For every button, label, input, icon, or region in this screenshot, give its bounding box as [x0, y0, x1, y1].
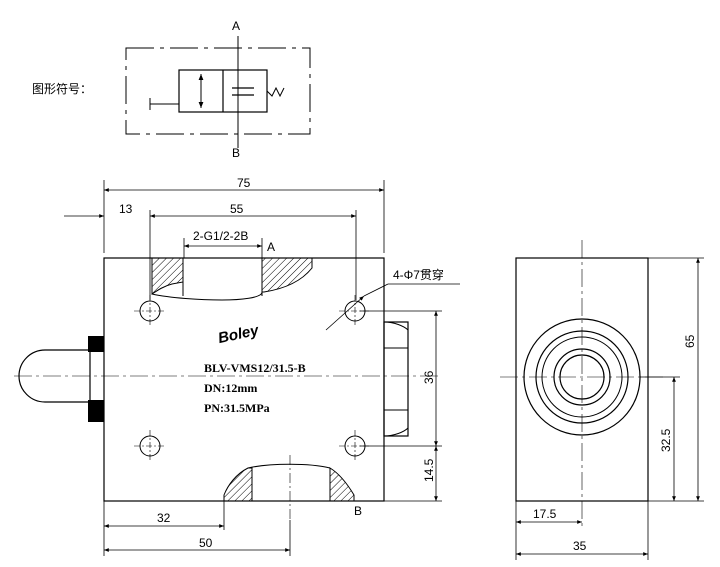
nominal-diameter: DN:12mm — [204, 381, 257, 395]
symbol-port-b: B — [232, 146, 240, 160]
thread-callout: 2-G1/2-2B — [193, 229, 248, 243]
symbol-boundary — [125, 47, 311, 135]
dim-height: 65 — [683, 334, 697, 348]
front-view: 75 13 55 2-G1/2-2B A B — [14, 176, 460, 556]
spool-handle — [18, 336, 104, 422]
bottom-port-right-hatch — [329, 467, 355, 502]
dim-offset-left: 13 — [119, 202, 133, 216]
nameplate: Boley BLV-VMS12/31.5-B DN:12mm PN:31.5MP… — [204, 322, 306, 415]
hole-callout: 4-Φ7贯穿 — [393, 267, 444, 282]
dim-left-50: 50 — [199, 536, 213, 550]
dim-center-width: 17.5 — [533, 507, 557, 521]
dim-left-32: 32 — [157, 511, 171, 525]
dim-width: 35 — [573, 539, 587, 553]
side-view: 65 32.5 17.5 35 — [500, 240, 704, 560]
dim-center-height: 32.5 — [659, 428, 673, 452]
dim-hole-vertical: 36 — [422, 370, 436, 384]
hole-leader — [325, 295, 365, 331]
symbol-spring — [266, 86, 285, 98]
symbol-port-a: A — [232, 19, 240, 33]
dim-hole-spacing: 55 — [230, 202, 244, 216]
brand-logo: Boley — [217, 322, 261, 347]
top-port-right-hatch — [261, 257, 313, 293]
mount-hole-top-left — [134, 295, 166, 327]
front-port-a: A — [267, 240, 275, 254]
valve-body-front — [103, 257, 385, 502]
front-port-b: B — [354, 504, 362, 518]
model-number: BLV-VMS12/31.5-B — [204, 361, 306, 375]
bottom-port-left-hatch — [223, 467, 253, 502]
mount-hole-bottom-left — [134, 430, 166, 462]
dim-overall-width: 75 — [237, 176, 251, 190]
hydraulic-symbol: 图形符号： A B — [32, 19, 311, 160]
symbol-caption: 图形符号： — [32, 81, 92, 96]
dim-bottom-hole: 14.5 — [422, 458, 436, 482]
nominal-pressure: PN:31.5MPa — [204, 401, 270, 415]
hex-nut — [383, 321, 409, 437]
top-port-left-hatch — [151, 257, 184, 295]
